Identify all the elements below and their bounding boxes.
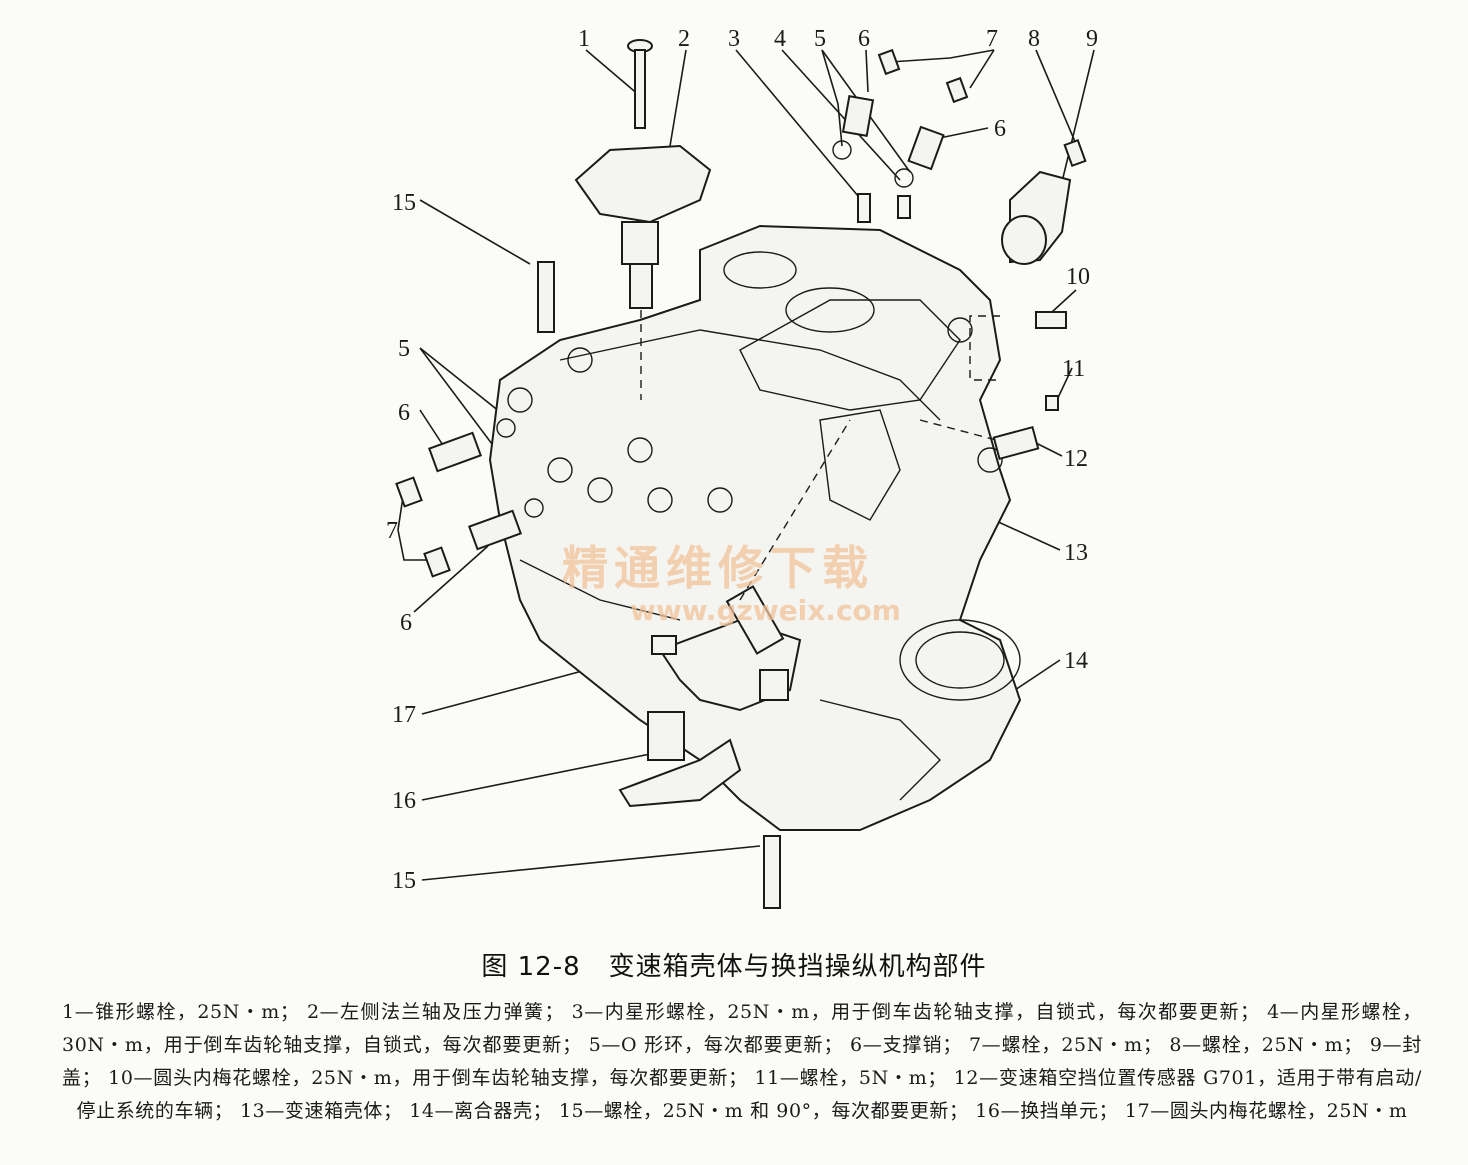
callout-label: 2 — [678, 26, 690, 52]
callout-label: 1 — [578, 26, 590, 52]
callout-label: 10 — [1066, 264, 1090, 290]
callout-label: 13 — [1064, 540, 1088, 566]
legend-item: 13—变速箱壳体 — [240, 1100, 403, 1122]
figure-number: 图 12-8 — [481, 952, 581, 982]
round-head-torx-bolt-part-17 — [651, 635, 677, 655]
watermark-url: www.gzweix.com — [630, 594, 901, 627]
support-pins-and-o-rings — [428, 95, 945, 551]
watermark-text-cn: 精通维修下载 — [562, 541, 874, 595]
legend-item: 15—螺栓，25N・m 和 90°，每次都要更新 — [559, 1100, 969, 1122]
small-bolts — [395, 48, 1087, 909]
legend-item: 17—圆头内梅花螺栓，25N・m — [1124, 1100, 1408, 1122]
callout-label: 17 — [392, 702, 416, 728]
callout-label: 9 — [1086, 26, 1098, 52]
legend-item: 7—螺栓，25N・m — [969, 1034, 1162, 1056]
tapered-bolt-part-1 — [627, 39, 653, 129]
callout-label: 5 — [814, 26, 826, 52]
watermark: 精通维修下载 www.gzweix.com — [562, 541, 901, 627]
legend-item: 14—离合器壳 — [409, 1100, 552, 1122]
shift-unit-part-16 — [618, 419, 851, 808]
callout-label: 12 — [1064, 446, 1088, 472]
figure-title: 变速箱壳体与换挡操纵机构部件 — [608, 952, 987, 982]
legend-item: 5—O 形环，每次都要更新 — [589, 1034, 843, 1056]
legend-item: 8—螺栓，25N・m — [1169, 1034, 1362, 1056]
neutral-position-sensor-part-12 — [919, 315, 1040, 461]
callout-label: 3 — [728, 26, 740, 52]
legend-item: 3—内星形螺栓，25N・m，用于倒车齿轮轴支撑，自锁式，每次都要更新 — [572, 1001, 1260, 1023]
flange-shaft-part-2 — [574, 144, 712, 400]
legend-item: 10—圆头内梅花螺栓，25N・m，用于倒车齿轮轴支撑，每次都要更新 — [108, 1067, 748, 1089]
legend-item: 16—换挡单元 — [975, 1100, 1118, 1122]
cover-part-9 — [1001, 170, 1072, 265]
callout-label: 8 — [1028, 26, 1040, 52]
callout-label: 6 — [398, 400, 410, 426]
gearbox-housing — [488, 224, 1022, 831]
callout-label: 6 — [994, 116, 1006, 142]
legend-item: 2—左侧法兰轴及压力弹簧 — [307, 1001, 564, 1023]
parts-legend: 1—锥形螺栓，25N・m 2—左侧法兰轴及压力弹簧 3—内星形螺栓，25N・m，… — [62, 996, 1422, 1128]
legend-item: 6—支撑销 — [850, 1034, 962, 1056]
callout-label: 15 — [392, 868, 416, 894]
callout-label: 16 — [392, 788, 416, 814]
callout-label: 6 — [858, 26, 870, 52]
callout-labels: 1 2 3 4 5 6 6 7 8 9 15 10 5 11 6 12 7 13… — [386, 26, 1098, 894]
callout-label: 6 — [400, 610, 412, 636]
callout-label: 4 — [774, 26, 786, 52]
callout-label: 11 — [1062, 356, 1085, 382]
callout-label: 15 — [392, 190, 416, 216]
exploded-parts-diagram: 精通维修下载 www.gzweix.com 1 2 3 4 5 6 6 7 8 … — [386, 26, 1098, 909]
callout-label: 14 — [1064, 648, 1088, 674]
callout-label: 7 — [386, 518, 398, 544]
callout-label: 7 — [986, 26, 998, 52]
legend-item: 1—锥形螺栓，25N・m — [62, 1001, 299, 1023]
callout-label: 5 — [398, 336, 410, 362]
legend-item: 11—螺栓，5N・m — [755, 1067, 947, 1089]
figure-caption: 图 12-8 变速箱壳体与换挡操纵机构部件 — [0, 946, 1468, 983]
